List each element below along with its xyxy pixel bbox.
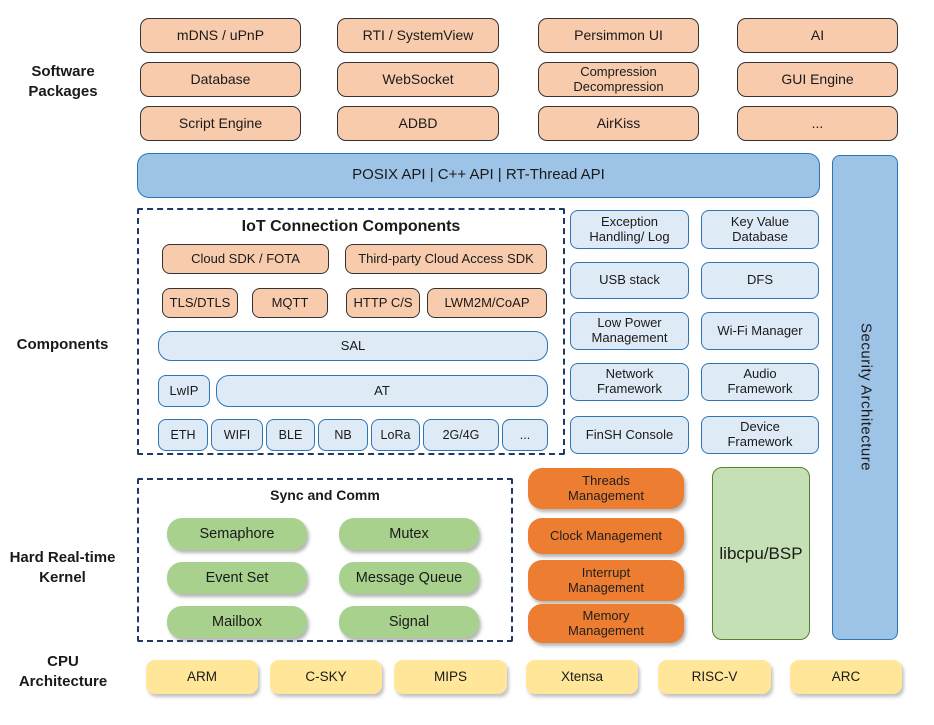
package-compression: Compression Decompression: [538, 62, 699, 97]
iot-at-layer: AT: [216, 375, 548, 407]
kernel-threads-management: Threads Management: [528, 468, 684, 509]
kernel-event-set: Event Set: [167, 562, 307, 594]
package-adbd: ADBD: [337, 106, 499, 141]
service-audio-framework: Audio Framework: [701, 363, 819, 401]
cpu-mips: MIPS: [394, 660, 507, 694]
service-wifi-manager: Wi-Fi Manager: [701, 312, 819, 350]
section-label-cpu-architecture: CPU Architecture: [18, 653, 108, 690]
iot-group-title: IoT Connection Components: [241, 218, 461, 235]
service-key-value-database: Key Value Database: [701, 210, 819, 249]
iot-link-more: ...: [502, 419, 548, 451]
security-architecture-bar: Security Architecture: [832, 155, 898, 640]
package-rti-systemview: RTI / SystemView: [337, 18, 499, 53]
package-script-engine: Script Engine: [140, 106, 301, 141]
service-finsh-console: FinSH Console: [570, 416, 689, 454]
cpu-risc-v: RISC-V: [658, 660, 771, 694]
kernel-mutex: Mutex: [339, 518, 479, 550]
iot-thirdparty-sdk: Third-party Cloud Access SDK: [345, 244, 547, 274]
package-mdns-upnp: mDNS / uPnP: [140, 18, 301, 53]
package-websocket: WebSocket: [337, 62, 499, 97]
kernel-interrupt-management: Interrupt Management: [528, 560, 684, 601]
service-dfs: DFS: [701, 262, 819, 299]
package-persimmon-ui: Persimmon UI: [538, 18, 699, 53]
kernel-semaphore: Semaphore: [167, 518, 307, 550]
iot-mqtt: MQTT: [252, 288, 328, 318]
package-database: Database: [140, 62, 301, 97]
iot-lwip: LwIP: [158, 375, 210, 407]
cpu-xtensa: Xtensa: [526, 660, 638, 694]
iot-link-2g4g: 2G/4G: [423, 419, 499, 451]
package-more: ...: [737, 106, 898, 141]
iot-link-lora: LoRa: [371, 419, 420, 451]
kernel-clock-management: Clock Management: [528, 518, 684, 554]
kernel-mailbox: Mailbox: [167, 606, 307, 638]
kernel-signal: Signal: [339, 606, 479, 638]
kernel-libcpu-bsp: libcpu/BSP: [712, 467, 810, 640]
iot-link-wifi: WIFI: [211, 419, 263, 451]
kernel-message-queue: Message Queue: [339, 562, 479, 594]
service-device-framework: Device Framework: [701, 416, 819, 454]
iot-sal-layer: SAL: [158, 331, 548, 361]
iot-link-eth: ETH: [158, 419, 208, 451]
cpu-arc: ARC: [790, 660, 902, 694]
api-bar: POSIX API | C++ API | RT-Thread API: [137, 153, 820, 198]
iot-lwm2m-coap: LWM2M/CoAP: [427, 288, 547, 318]
iot-cloud-sdk-fota: Cloud SDK / FOTA: [162, 244, 329, 274]
cpu-arm: ARM: [146, 660, 258, 694]
section-label-software-packages: Software Packages: [28, 63, 98, 100]
iot-http-cs: HTTP C/S: [346, 288, 420, 318]
iot-tls-dtls: TLS/DTLS: [162, 288, 238, 318]
section-label-kernel: Hard Real-time Kernel: [9, 549, 116, 586]
sync-and-comm-group: Sync and Comm Semaphore Mutex Event Set …: [137, 478, 513, 642]
service-network-framework: Network Framework: [570, 363, 689, 401]
sync-group-title: Sync and Comm: [270, 487, 380, 503]
service-usb-stack: USB stack: [570, 262, 689, 299]
service-exception-handling-log: Exception Handling/ Log: [570, 210, 689, 249]
iot-connection-components-group: IoT Connection Components Cloud SDK / FO…: [137, 208, 565, 455]
iot-link-nb: NB: [318, 419, 368, 451]
service-low-power-management: Low Power Management: [570, 312, 689, 350]
package-airkiss: AirKiss: [538, 106, 699, 141]
cpu-c-sky: C-SKY: [270, 660, 382, 694]
iot-link-ble: BLE: [266, 419, 315, 451]
section-label-components: Components: [16, 336, 109, 353]
kernel-memory-management: Memory Management: [528, 604, 684, 643]
package-ai: AI: [737, 18, 898, 53]
package-gui-engine: GUI Engine: [737, 62, 898, 97]
